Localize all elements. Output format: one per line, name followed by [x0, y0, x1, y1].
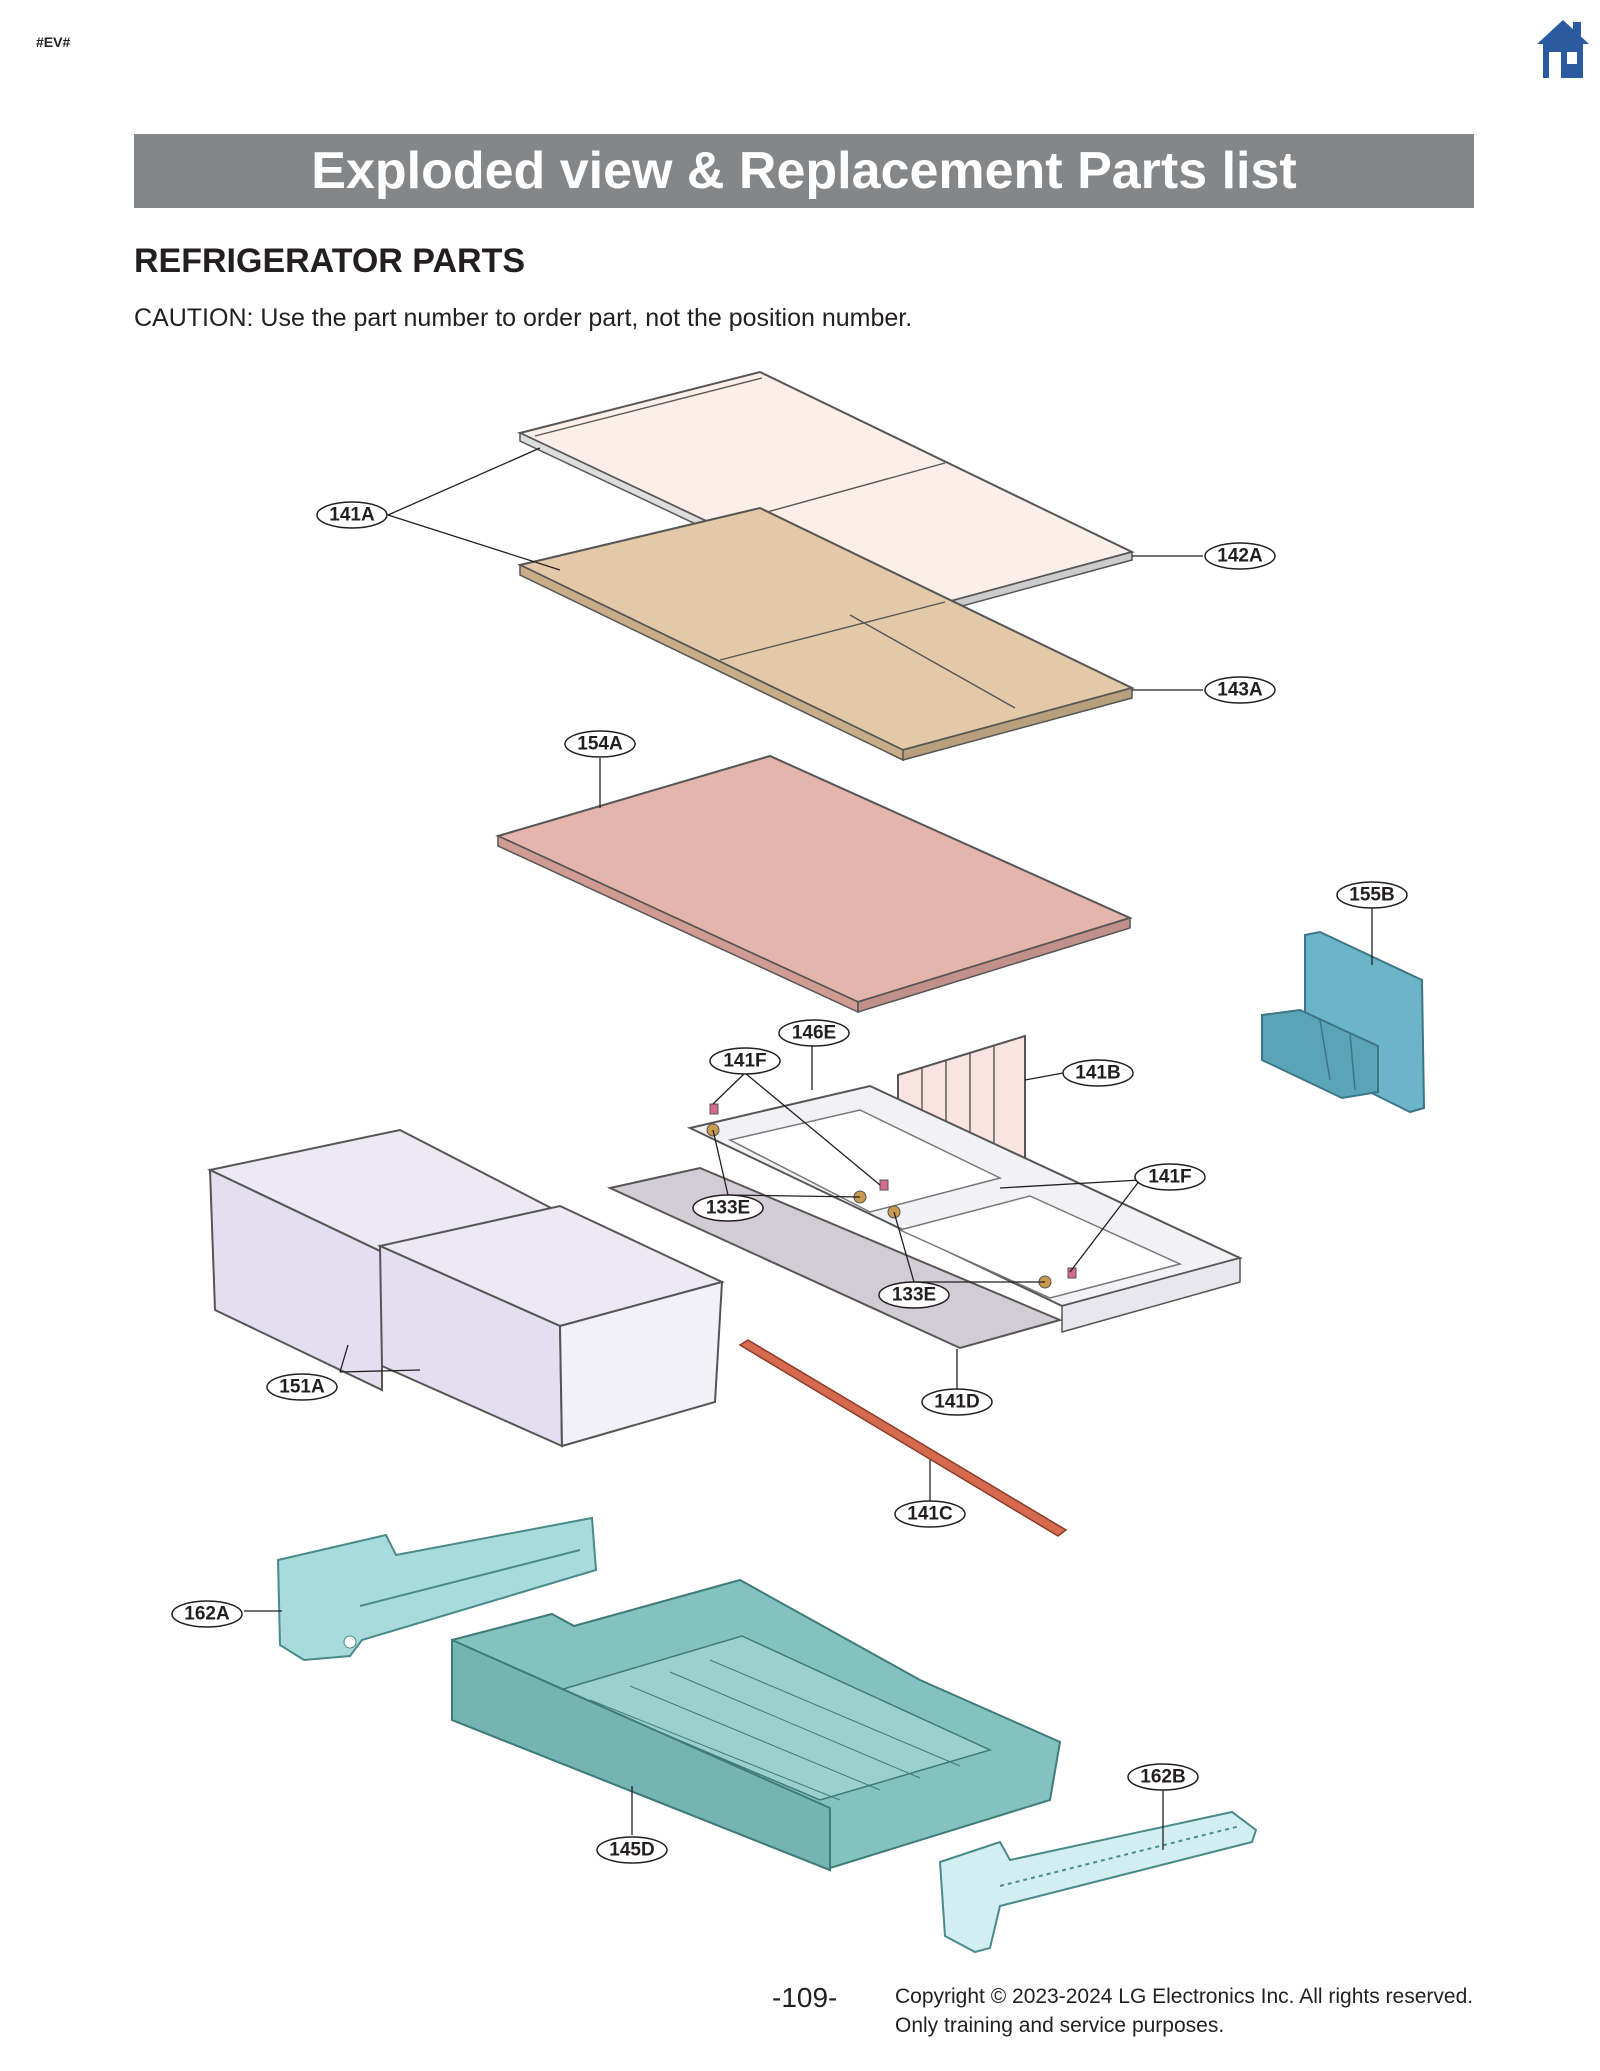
- callout-141B[interactable]: 141B: [1062, 1059, 1134, 1087]
- callout-141C[interactable]: 141C: [894, 1500, 966, 1528]
- svg-text:162A: 162A: [184, 1604, 230, 1625]
- svg-text:146E: 146E: [792, 1023, 836, 1044]
- fasteners: [706, 1103, 1077, 1289]
- callout-142A[interactable]: 142A: [1204, 542, 1276, 570]
- callout-146E[interactable]: 146E: [778, 1019, 850, 1047]
- callout-162B[interactable]: 162B: [1127, 1763, 1199, 1791]
- svg-text:141B: 141B: [1075, 1063, 1120, 1084]
- callout-143A[interactable]: 143A: [1204, 676, 1276, 704]
- callout-141F-top[interactable]: 141F: [709, 1047, 781, 1075]
- document-tag: #EV#: [36, 34, 71, 50]
- svg-text:141A: 141A: [329, 505, 375, 526]
- home-icon[interactable]: [1535, 18, 1591, 80]
- caution-note: CAUTION: Use the part number to order pa…: [134, 304, 913, 332]
- copyright-line: Copyright © 2023-2024 LG Electronics Inc…: [895, 1985, 1474, 2008]
- svg-text:155B: 155B: [1349, 885, 1394, 906]
- exploded-view-diagram: 141A 142A 143A 154A 155B 146E 141F 141B …: [171, 370, 1426, 1954]
- page-number: -109-: [772, 1982, 838, 2013]
- svg-text:141F: 141F: [723, 1051, 766, 1072]
- svg-text:143A: 143A: [1217, 680, 1263, 701]
- part-151A-crisper-bins: [206, 1128, 725, 1448]
- callout-151A[interactable]: 151A: [266, 1373, 338, 1401]
- svg-text:141D: 141D: [934, 1392, 979, 1413]
- callout-162A[interactable]: 162A: [171, 1600, 243, 1628]
- part-155B-control-housing: [1261, 930, 1426, 1114]
- page-title: Exploded view & Replacement Parts list: [134, 134, 1474, 208]
- part-145D-drawer: [451, 1578, 1062, 1872]
- svg-text:141F: 141F: [1148, 1167, 1191, 1188]
- part-162B-rail: [938, 1810, 1258, 1954]
- callout-133E-left[interactable]: 133E: [692, 1194, 764, 1222]
- svg-text:145D: 145D: [609, 1840, 654, 1861]
- part-154A-glass-shelf: [495, 754, 1133, 1014]
- part-162A-rail: [276, 1516, 598, 1662]
- part-141C-seal-strip: [738, 1339, 1068, 1537]
- svg-text:154A: 154A: [577, 734, 623, 755]
- callout-141A[interactable]: 141A: [316, 501, 388, 529]
- svg-text:162B: 162B: [1140, 1767, 1185, 1788]
- copyright-notice: Copyright © 2023-2024 LG Electronics Inc…: [895, 1982, 1473, 2040]
- callout-141F-right[interactable]: 141F: [1134, 1163, 1206, 1191]
- part-143A-shelf-frame: [517, 506, 1135, 762]
- leader-lines: [244, 447, 1373, 1850]
- usage-note: Only training and service purposes.: [895, 2014, 1225, 2037]
- callout-154A[interactable]: 154A: [564, 730, 636, 758]
- callout-155B[interactable]: 155B: [1336, 881, 1408, 909]
- callout-133E-right[interactable]: 133E: [878, 1281, 950, 1309]
- callout-145D[interactable]: 145D: [596, 1836, 668, 1864]
- svg-text:141C: 141C: [907, 1504, 953, 1525]
- svg-text:142A: 142A: [1217, 546, 1263, 567]
- svg-text:151A: 151A: [279, 1377, 325, 1398]
- svg-text:133E: 133E: [706, 1198, 750, 1219]
- svg-text:133E: 133E: [892, 1285, 936, 1306]
- callout-141D[interactable]: 141D: [921, 1388, 993, 1416]
- section-title: REFRIGERATOR PARTS: [134, 242, 526, 280]
